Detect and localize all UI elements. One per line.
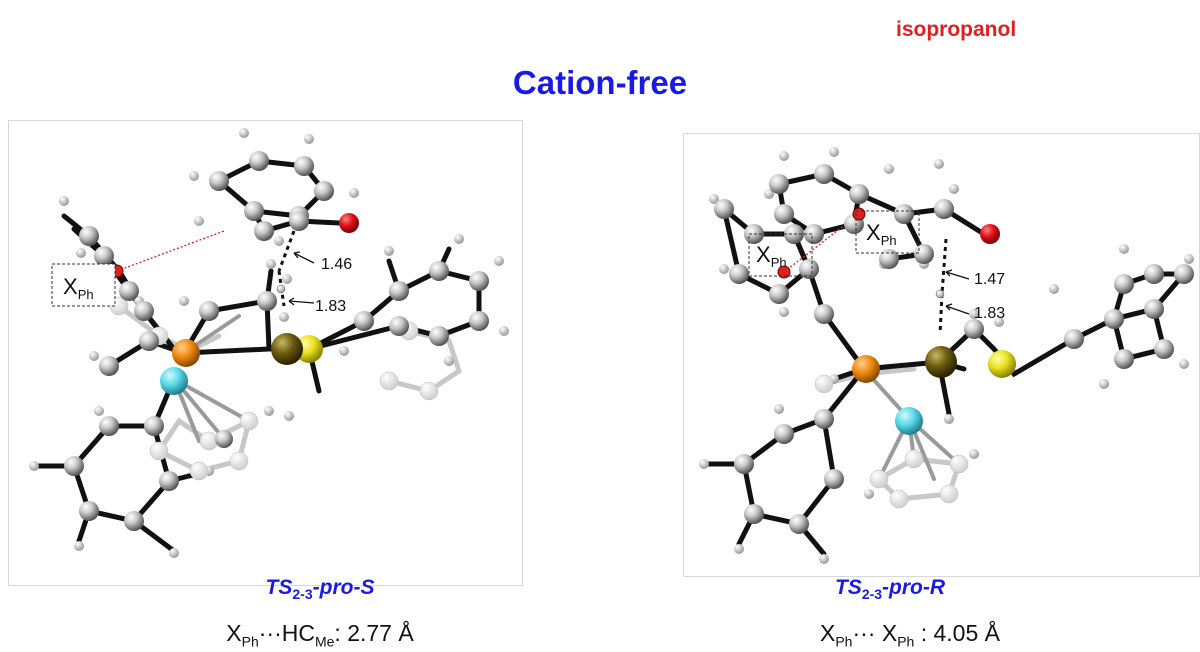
xph-box-2 (855, 210, 920, 254)
condition-title: Cation-free (512, 64, 688, 101)
molecule-panel-right: XPh XPh 1.47 1.83 (683, 133, 1200, 577)
distance-metric-left: XPh···HCMe: 2.77 Å (226, 620, 414, 650)
distance-bottom-right: 1.83 (974, 305, 1005, 322)
xph-box (51, 263, 116, 307)
ts-label-left: TS2-3-pro-S (265, 576, 375, 603)
xph-label-1: XPh (756, 242, 787, 270)
molecule-render-right: XPh XPh 1.47 1.83 (699, 147, 1194, 564)
xph-label-2: XPh (866, 220, 897, 248)
molecule-render-left: XPh 1.46 1.83 (29, 128, 509, 558)
molecule-panel-left: XPh 1.46 1.83 (8, 120, 523, 586)
distance-top-right: 1.47 (974, 271, 1005, 288)
xph-label: XPh (63, 274, 94, 302)
distance-bottom-left: 1.83 (315, 298, 346, 315)
xph-box-1 (748, 233, 813, 277)
solvent-label: isopropanol (896, 18, 1017, 41)
distance-metric-right: XPh··· XPh : 4.05 Å (820, 620, 1000, 650)
distance-top-left: 1.46 (321, 256, 352, 273)
ts-label-right: TS2-3-pro-R (834, 576, 946, 603)
